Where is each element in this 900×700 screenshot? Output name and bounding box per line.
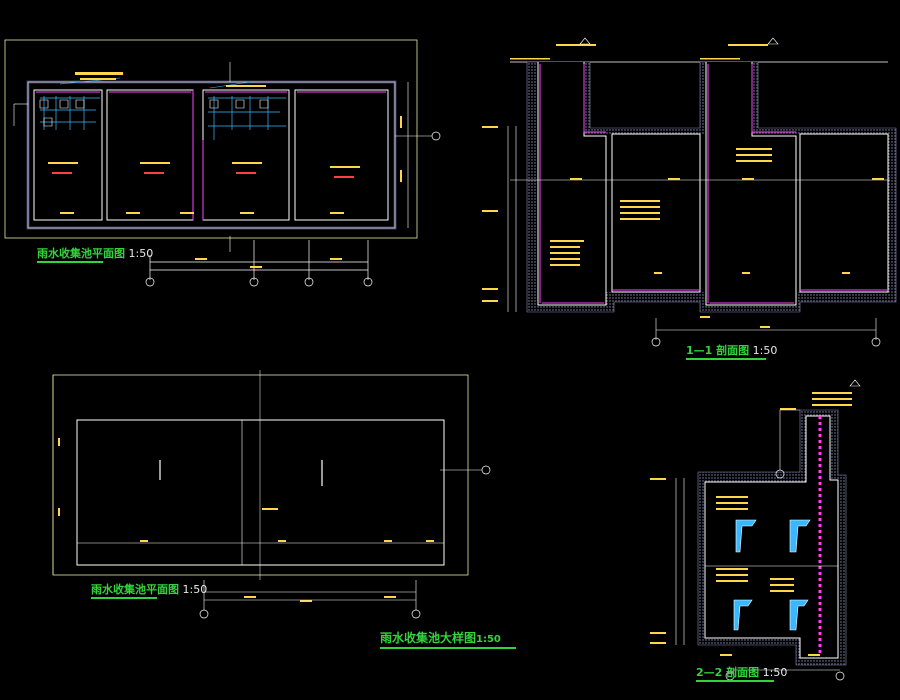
level-marker-icon <box>849 379 861 387</box>
grid-bubble-icon <box>363 277 373 287</box>
section-1-1-view <box>482 37 897 347</box>
section-1-title-name: 1—1 剖面图 <box>686 344 750 357</box>
grid-bubble-icon <box>481 465 491 475</box>
grid-bubble-icon <box>145 277 155 287</box>
pool-outline <box>76 419 445 566</box>
grid-bubble-icon <box>871 337 881 347</box>
plan-bottom-frame <box>52 374 469 576</box>
grid-bubble-icon <box>835 671 845 681</box>
detail-title-scale: 1:50 <box>476 634 501 645</box>
chamber-4 <box>294 89 389 221</box>
grid-bubble-icon <box>651 337 661 347</box>
plan-bottom-title-name: 雨水收集池平面图 <box>91 583 179 596</box>
plan-bottom-title-scale: 1:50 <box>182 583 208 596</box>
section-1-title-scale: 1:50 <box>752 344 778 357</box>
plan-top-title: 雨水收集池平面图 1:50 <box>37 248 153 263</box>
level-marker-icon <box>767 37 779 45</box>
plan-top-view <box>4 39 441 287</box>
level-marker-icon <box>579 37 591 45</box>
plan-top-title-name: 雨水收集池平面图 <box>37 247 125 260</box>
grid-bubble-icon <box>775 469 785 479</box>
plan-bottom-view <box>52 370 491 619</box>
grid-bubble-icon <box>249 277 259 287</box>
chamber-2 <box>106 89 194 221</box>
chamber-3 <box>202 89 290 221</box>
plan-top-frame <box>4 39 418 239</box>
detail-title-name: 雨水收集池大样图 <box>380 631 477 645</box>
section-1-title: 1—1 剖面图 1:50 <box>686 345 777 360</box>
grid-bubble-icon <box>431 131 441 141</box>
section-2-title: 2—2 剖面图 1:50 <box>696 667 787 682</box>
plan-top-title-scale: 1:50 <box>128 247 154 260</box>
plan-bottom-title: 雨水收集池平面图 1:50 <box>91 584 207 599</box>
section-2-title-name: 2—2 剖面图 <box>696 666 760 679</box>
grid-bubble-icon <box>304 277 314 287</box>
detail-title: 雨水收集池大样图1:50 <box>380 632 516 649</box>
grid-bubble-icon <box>199 609 209 619</box>
grid-bubble-icon <box>411 609 421 619</box>
plan-top-outer-wall <box>27 81 396 229</box>
chamber-1 <box>33 89 103 221</box>
section-2-title-scale: 1:50 <box>762 666 788 679</box>
section-2-2-view <box>650 379 861 681</box>
